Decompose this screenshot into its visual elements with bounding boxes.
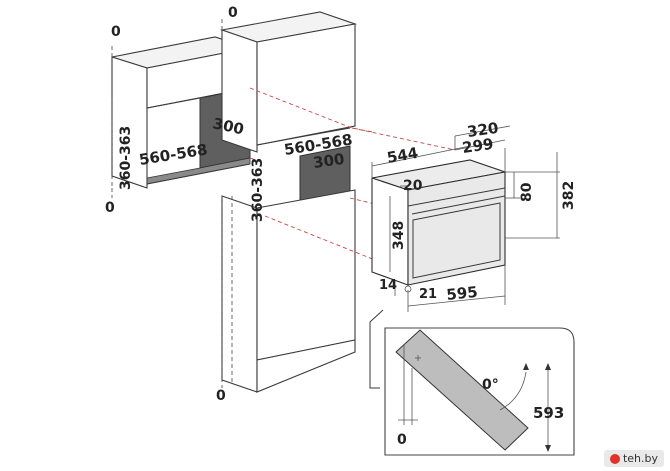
wall-depth-guide (199, 95, 216, 99)
label-oven-side-gap: 14 (379, 278, 397, 293)
door-detail (369, 309, 575, 456)
dim-299-line (454, 139, 506, 151)
tall-cabinet-lower-front (256, 189, 356, 361)
tall-cabinet-plinth (256, 339, 356, 393)
dimension-labels: 0 0 300 560-568 360-363 0 560-568 300 36… (105, 5, 577, 448)
oven-dimension-lines (371, 125, 560, 312)
oven-panel-line (407, 187, 506, 207)
guide-wall (249, 157, 263, 163)
label-wall-bottom-clearance: 0 (105, 200, 115, 216)
label-oven-width: 595 (446, 283, 479, 304)
dim-593-arrow-top (545, 363, 551, 370)
label-oven-top-gap: 20 (403, 178, 423, 194)
label-tall-niche-height: 360-363 (250, 158, 266, 222)
dim-593-arrow-bottom (545, 445, 551, 452)
label-oven-total-height: 382 (561, 181, 577, 210)
rotated-door (395, 329, 529, 451)
label-tall-bottom-clearance: 0 (216, 388, 226, 404)
watermark-text: teh.by (622, 452, 658, 465)
wall-cabinet-bottom-edge (146, 163, 251, 185)
oven-window (412, 202, 501, 279)
label-door-angle: 0° (482, 377, 499, 393)
label-oven-depth-outer: 320 (466, 119, 500, 141)
label-oven-door-gap: 21 (419, 287, 437, 302)
label-wall-top-clearance: 0 (111, 24, 121, 40)
label-door-base: 0 (397, 432, 407, 448)
dim-320-line (454, 125, 511, 137)
label-tall-niche-depth: 300 (312, 150, 346, 172)
oven-handle (411, 195, 506, 215)
label-oven-body-height: 348 (391, 221, 407, 250)
oven-door (407, 171, 506, 286)
dim-595-line (407, 295, 506, 307)
wall-cabinet-niche-edge (146, 97, 201, 109)
wall-cabinet-niche-floor (146, 157, 251, 185)
label-oven-panel-height: 80 (519, 182, 535, 202)
tall-cabinet-upper-side (221, 29, 258, 153)
tall-cabinet-niche-top (256, 127, 351, 146)
label-oven-depth-total: 544 (386, 144, 420, 167)
angle-arrow-head (523, 363, 529, 370)
label-oven-depth-inner: 299 (461, 135, 495, 157)
label-wall-niche-height: 360-363 (118, 126, 134, 190)
tall-cabinet-upper-front (256, 23, 356, 146)
guide-top (249, 87, 374, 133)
watermark-logo-icon (609, 453, 620, 464)
watermark: teh.by (603, 450, 664, 467)
label-tall-top-clearance: 0 (228, 5, 238, 21)
label-door-height: 593 (533, 404, 564, 422)
angle-arc (499, 371, 527, 411)
label-wall-niche-width: 560-568 (138, 140, 209, 169)
guide-top-right (351, 127, 456, 151)
detail-connector (369, 309, 384, 389)
tall-cabinet-lower-side (221, 195, 258, 393)
dim-544-line (371, 145, 471, 167)
tall-cabinet (219, 11, 358, 393)
